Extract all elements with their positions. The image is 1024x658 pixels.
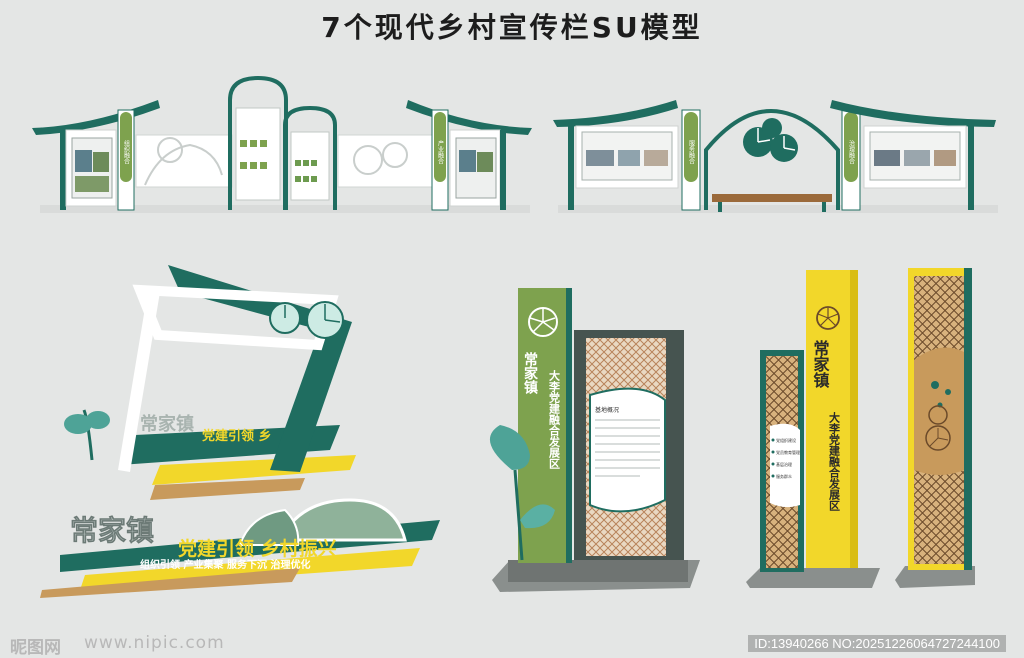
lotus-leaf-icon <box>925 405 951 451</box>
list-item: 党组织建设 <box>776 437 796 443</box>
lotus-leaf-icon <box>269 301 344 339</box>
list-item: 服务群众 <box>776 473 792 479</box>
model-3-frame: 常家镇 党建引领 乡 <box>64 265 356 500</box>
model-2-wall: 服务融合 治理融合 <box>553 100 998 213</box>
model-7-tower <box>895 268 975 588</box>
model-4-title: 常家镇 <box>70 514 154 547</box>
image-id-label: ID:13940266 NO:20251226064727244100 <box>748 635 1006 652</box>
model-5-panel-title: 基地概况 <box>595 406 619 414</box>
model-1-wall: 组织融合 产业融合 <box>32 75 532 213</box>
model-1-sign-left: 组织融合 <box>123 139 130 165</box>
model-3-label-b: 党建引领 乡 <box>202 428 272 444</box>
model-6-item-list: 党组织建设 党员教育管理 基层治理 服务群众 <box>771 437 800 479</box>
lotus-emblem-icon <box>816 306 840 330</box>
model-5-subtitle: 大李党建融合发展区 <box>548 369 562 470</box>
watermark-logo: 昵图网 <box>10 638 61 658</box>
model-4-slogan-text: 党建引领 乡村振兴 <box>178 537 337 560</box>
model-5-name: 常家镇 <box>522 351 538 395</box>
model-3-label-a: 常家镇 <box>140 413 194 435</box>
watermark-url: www.nipic.com <box>84 633 225 653</box>
footer-watermark-bar: 昵图网 www.nipic.com ID:13940266 NO:2025122… <box>0 627 1024 658</box>
model-5-totem: 常家镇 大李党建融合发展区 基地概况 <box>489 288 700 592</box>
model-6-stele: 党组织建设 党员教育管理 基层治理 服务群众 常家镇 大李党建融合发展区 <box>746 270 880 588</box>
model-4-slogan: 常家镇 党建引领 乡村振兴 组织引领 产业集聚 服务下沉 治理优化 <box>40 498 440 598</box>
lotus-plant-icon <box>489 425 555 561</box>
model-1-sign-right: 产业融合 <box>437 139 444 165</box>
list-item: 党员教育管理 <box>776 449 800 455</box>
lotus-emblem-icon <box>528 307 558 337</box>
page-title: 7个现代乡村宣传栏SU模型 <box>321 11 703 44</box>
model-6-name: 常家镇 <box>811 339 830 389</box>
lotus-plant-icon <box>64 409 110 461</box>
list-item: 基层治理 <box>776 461 792 467</box>
model-2-sign-left: 服务融合 <box>688 140 695 165</box>
model-6-subtitle: 大李党建融合发展区 <box>828 411 842 512</box>
model-4-subline: 组织引领 产业集聚 服务下沉 治理优化 <box>140 558 310 571</box>
model-2-sign-right: 治理融合 <box>848 139 855 165</box>
lotus-leaf-icon <box>743 118 798 162</box>
